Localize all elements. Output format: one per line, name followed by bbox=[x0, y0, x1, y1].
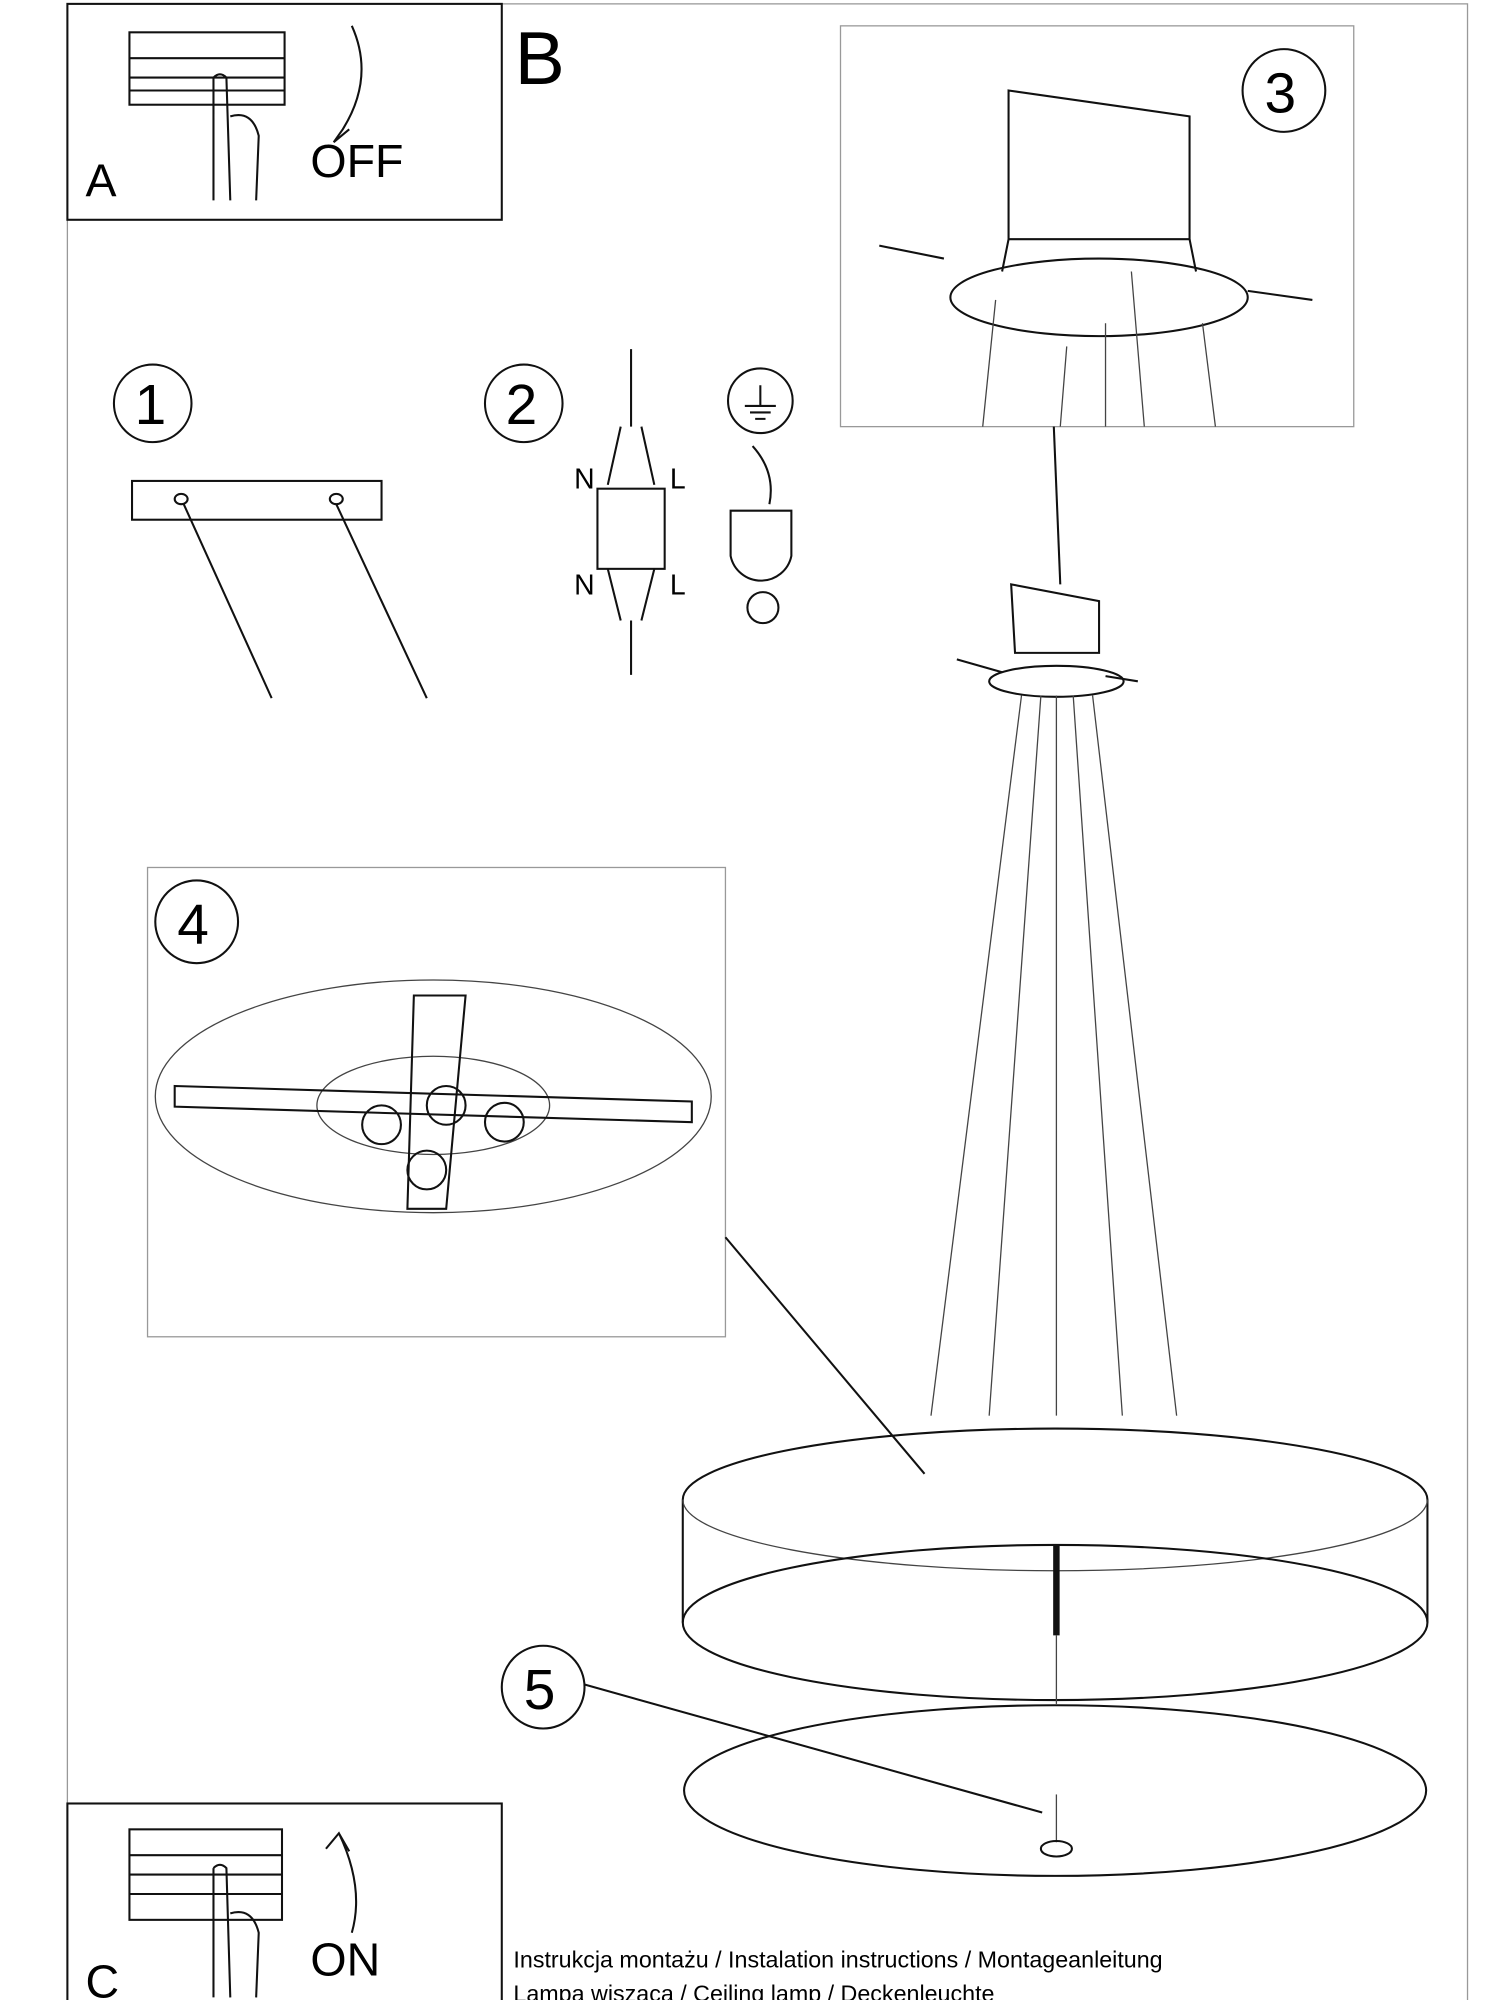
step-1-number: 1 bbox=[135, 374, 167, 437]
cross-bar bbox=[173, 1084, 693, 1124]
canopy bbox=[949, 257, 1249, 338]
step-5-number: 5 bbox=[524, 1659, 556, 1722]
step-4-panel: 4 bbox=[146, 866, 727, 1338]
bulb-socket-icon bbox=[361, 1104, 402, 1146]
on-label: ON bbox=[310, 1933, 380, 1985]
step-2: 2 N L N L bbox=[483, 349, 794, 675]
screw-icon bbox=[879, 244, 1313, 301]
live-top-label: L bbox=[670, 464, 686, 496]
step-b-letter: B bbox=[515, 16, 565, 100]
pendant-lamp bbox=[681, 583, 1429, 1877]
step-3-number: 3 bbox=[1265, 62, 1297, 125]
step-a-letter: A bbox=[85, 155, 116, 207]
circuit-breaker-icon bbox=[128, 1828, 284, 1921]
footer-title: Instrukcja montażu / Instalation instruc… bbox=[513, 1947, 1162, 1973]
arrow-up-icon bbox=[325, 1831, 358, 1934]
neutral-top-label: N bbox=[574, 464, 595, 496]
mounting-bracket bbox=[130, 479, 383, 521]
arrow-down-icon bbox=[332, 25, 363, 144]
live-bottom-label: L bbox=[670, 570, 686, 602]
step-1: 1 bbox=[112, 363, 428, 699]
off-label: OFF bbox=[310, 135, 403, 187]
terminal-block-icon bbox=[596, 487, 666, 570]
step-3-panel: 3 bbox=[839, 25, 1355, 428]
neutral-bottom-label: N bbox=[574, 570, 595, 602]
step-2-number: 2 bbox=[506, 374, 538, 437]
ground-terminal-icon bbox=[729, 509, 793, 582]
footer-subtitle: Lampa wisząca / Ceiling lamp / Deckenleu… bbox=[513, 1980, 994, 2000]
hand-icon bbox=[212, 1863, 260, 1998]
hand-icon bbox=[212, 73, 260, 201]
step-4-number: 4 bbox=[177, 894, 209, 957]
step-a-panel: OFF A bbox=[66, 2, 503, 221]
circuit-breaker-icon bbox=[128, 31, 286, 106]
diffuser-disk bbox=[683, 1704, 1428, 1877]
ground-symbol-icon bbox=[726, 367, 794, 435]
step-c-panel: ON C bbox=[66, 1802, 503, 2000]
finial-knob bbox=[1039, 1839, 1073, 1858]
screw-anchor-icon bbox=[182, 503, 428, 699]
step-c-letter: C bbox=[85, 1955, 119, 2000]
